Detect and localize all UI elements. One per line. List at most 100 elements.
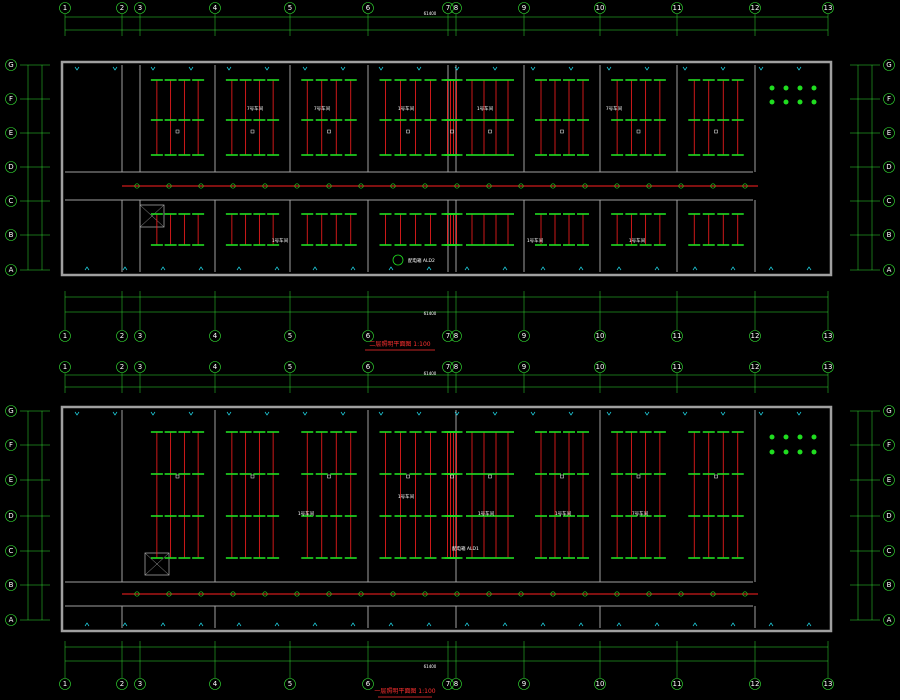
outlet-icon [416,411,422,416]
axis-bubble [59,678,71,690]
axis-bubble [5,439,17,451]
panel-note: 配电箱 ALD2 [408,257,435,264]
axis-label: G [8,61,13,69]
room-label: 1号车间 [298,510,315,517]
axis-label: 3 [138,332,142,340]
axis-bubble [749,330,761,342]
overall-dimension-top: 61400 [424,371,437,376]
axis-label: E [887,129,891,137]
ceiling-light [454,591,460,597]
outlet-icon [454,66,460,71]
axis-bubble [442,330,454,342]
axis-label: 2 [120,4,124,12]
axis-bubble [883,405,895,417]
outlet-icon [264,411,270,416]
axis-bubble [594,330,606,342]
ceiling-light [358,183,364,189]
outlet-icon [226,411,232,416]
outlet-icon [644,66,650,71]
axis-bubble [822,2,834,14]
outlet-icon [274,266,280,271]
outlet-icon [312,266,318,271]
axis-bubble [883,161,895,173]
stair-mark [139,204,165,228]
axis-label: E [9,129,13,137]
axis-bubble [59,330,71,342]
axis-bubble [284,678,296,690]
ceiling-light [134,591,140,597]
ceiling-light [614,591,620,597]
switch-box [714,474,718,479]
axis-label: 10 [596,680,605,688]
axis-label: B [887,231,892,239]
axis-label: 12 [751,680,760,688]
ceiling-light [422,183,428,189]
axis-label: B [9,581,14,589]
switch-box [488,474,492,479]
outlet-icon [302,66,308,71]
ceiling-light [486,591,492,597]
axis-bubble [518,2,530,14]
axis-label: 9 [522,363,526,371]
room-label: 7号车间 [247,105,264,112]
ceiling-light [710,591,716,597]
axis-label: F [9,441,13,449]
axis-bubble [883,614,895,626]
ceiling-light [550,183,556,189]
ceiling-light [262,183,268,189]
axis-bubble [883,545,895,557]
ceiling-light [518,183,524,189]
axis-bubble [442,678,454,690]
ceiling-light [390,183,396,189]
ceiling-light [614,183,620,189]
axis-bubble [594,678,606,690]
outlet-icon [796,411,802,416]
axis-bubble [5,195,17,207]
room-label: 1号车间 [527,237,544,244]
axis-label: 11 [673,4,682,12]
axis-label: 9 [522,680,526,688]
axis-bubble [5,93,17,105]
axis-bubble [883,510,895,522]
axis-bubble [209,330,221,342]
plan-title: 二层照明平面图 1:100 [369,341,430,348]
axis-label: 3 [138,4,142,12]
outlet-icon [654,622,660,627]
axis-label: C [887,547,892,555]
outlet-icon [720,411,726,416]
ceiling-light [486,183,492,189]
ceiling-light [358,591,364,597]
axis-label: E [9,476,13,484]
outlet-icon [74,66,80,71]
axis-label: 7 [446,680,450,688]
ceiling-light [518,591,524,597]
outlet-icon [378,411,384,416]
axis-bubble [883,264,895,276]
axis-label: 2 [120,363,124,371]
axis-label: A [887,616,892,624]
axis-bubble [5,545,17,557]
axis-label: 2 [120,332,124,340]
outlet-icon [236,266,242,271]
axis-bubble [284,361,296,373]
axis-label: B [9,231,14,239]
switch-box [450,129,454,134]
toilet-fixture [769,85,775,91]
axis-bubble [822,330,834,342]
outlet-icon [454,411,460,416]
axis-bubble [883,127,895,139]
outlet-icon [74,411,80,416]
ceiling-light [710,183,716,189]
toilet-fixture [769,449,775,455]
toilet-fixture [783,85,789,91]
outlet-icon [502,622,508,627]
axis-bubble [594,361,606,373]
axis-bubble [518,678,530,690]
outlet-icon [682,411,688,416]
axis-bubble [594,2,606,14]
switch-box [636,129,641,134]
outlet-icon [730,266,736,271]
switch-box [327,129,331,134]
outlet-icon [340,66,346,71]
